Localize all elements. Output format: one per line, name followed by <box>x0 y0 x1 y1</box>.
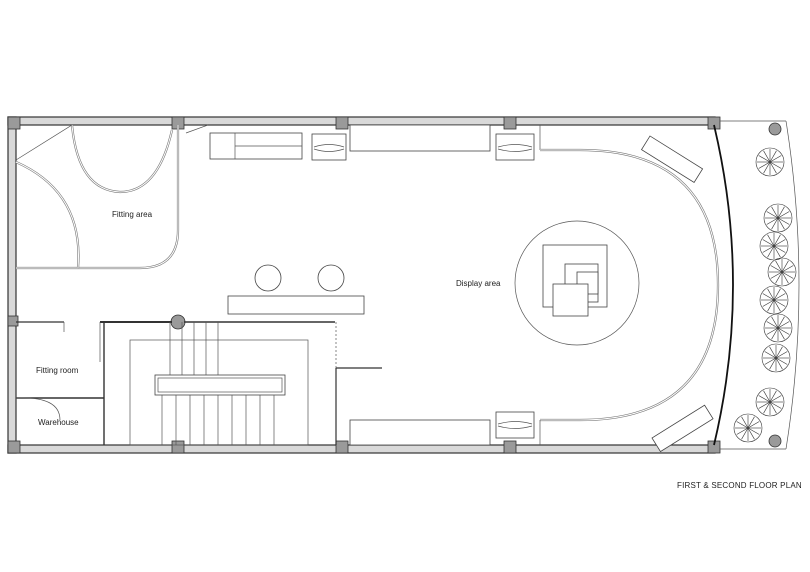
facade-curve <box>713 124 734 446</box>
plan-title: FIRST & SECOND FLOOR PLAN <box>677 481 802 490</box>
fitting-room-label: Fitting room <box>36 366 79 375</box>
bottom-shelving <box>349 404 714 453</box>
terrace-trees <box>733 147 797 443</box>
tree-icon <box>767 257 797 287</box>
fitting-area-label: Fitting area <box>112 210 153 219</box>
tree-icon <box>761 343 791 373</box>
back-of-house-walls <box>15 321 335 445</box>
terrace-column-bottom <box>768 434 782 448</box>
display-area-label: Display area <box>456 279 501 288</box>
tree-icon <box>759 285 789 315</box>
top-shelving <box>185 124 704 183</box>
structural-columns <box>7 116 721 454</box>
tree-icon <box>733 413 763 443</box>
staircase <box>129 322 382 446</box>
counter-and-stools <box>227 264 365 315</box>
tree-icon <box>763 313 793 343</box>
warehouse-label: Warehouse <box>38 418 79 427</box>
outer-walls <box>7 116 716 454</box>
tree-icon <box>759 231 789 261</box>
terrace-column-top <box>768 122 782 136</box>
tree-icon <box>763 203 793 233</box>
fitting-area-partitions <box>15 124 180 270</box>
tree-icon <box>755 147 785 177</box>
central-round-display <box>514 220 640 346</box>
tree-icon <box>755 387 785 417</box>
